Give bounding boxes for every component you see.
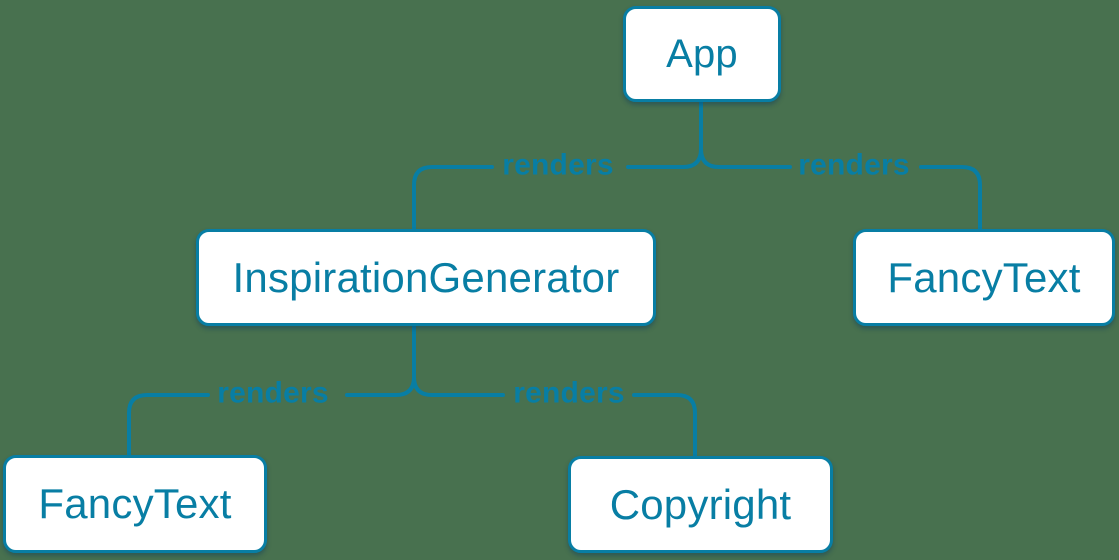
node-fancy-text-bottom: FancyText bbox=[3, 455, 267, 553]
edge-label-inspiration-fancytext: renders bbox=[217, 376, 329, 410]
edge-label-inspiration-copyright: renders bbox=[513, 376, 625, 410]
node-copyright: Copyright bbox=[568, 456, 833, 553]
edge-line-app-fancytext-a bbox=[699, 147, 792, 169]
node-inspiration-generator: InspirationGenerator bbox=[196, 229, 656, 326]
edge-line-inspiration-fancytext-b bbox=[127, 393, 210, 458]
edge-label-app-fancytext: renders bbox=[798, 148, 910, 182]
edge-line-app-fancytext-b bbox=[919, 165, 982, 231]
edge-line-inspiration-copyright-a bbox=[412, 375, 505, 397]
edge-label-app-inspiration: renders bbox=[502, 148, 614, 182]
node-fancy-text-top: FancyText bbox=[853, 229, 1115, 326]
node-app: App bbox=[623, 6, 781, 102]
edge-line-inspiration-copyright-b bbox=[632, 393, 697, 459]
edge-line-inspiration-fancytext-a bbox=[345, 375, 416, 397]
edge-line-app-inspiration-a bbox=[626, 147, 703, 169]
edge-line-app-inspiration-b bbox=[412, 165, 494, 231]
